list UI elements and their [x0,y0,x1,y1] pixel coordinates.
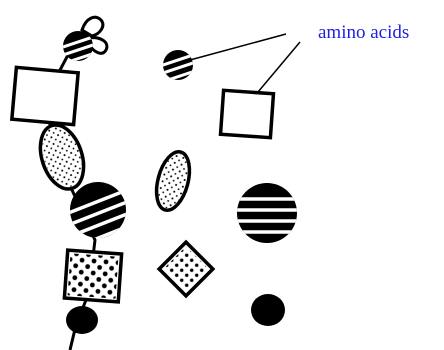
free-amino-acid-striped-large [230,183,304,243]
free-amino-acid-solid [251,294,285,326]
pointer-line-to-square [258,42,300,92]
chain-bead-solid [66,306,98,334]
chain-bead-dotted-oval [33,119,91,194]
amino-acids-label: amino acids [318,22,409,44]
free-amino-acid-dotted-oval [151,148,196,214]
pointer-line-to-circle [190,34,286,60]
free-amino-acid-square [221,90,274,137]
chain-bead-square [12,67,78,124]
free-amino-acid-striped-small [160,50,198,82]
chain-bead-striped-large [66,182,134,250]
chain-bead-dotted-square [64,250,121,302]
free-amino-acid-dotted-diamond [159,242,213,296]
